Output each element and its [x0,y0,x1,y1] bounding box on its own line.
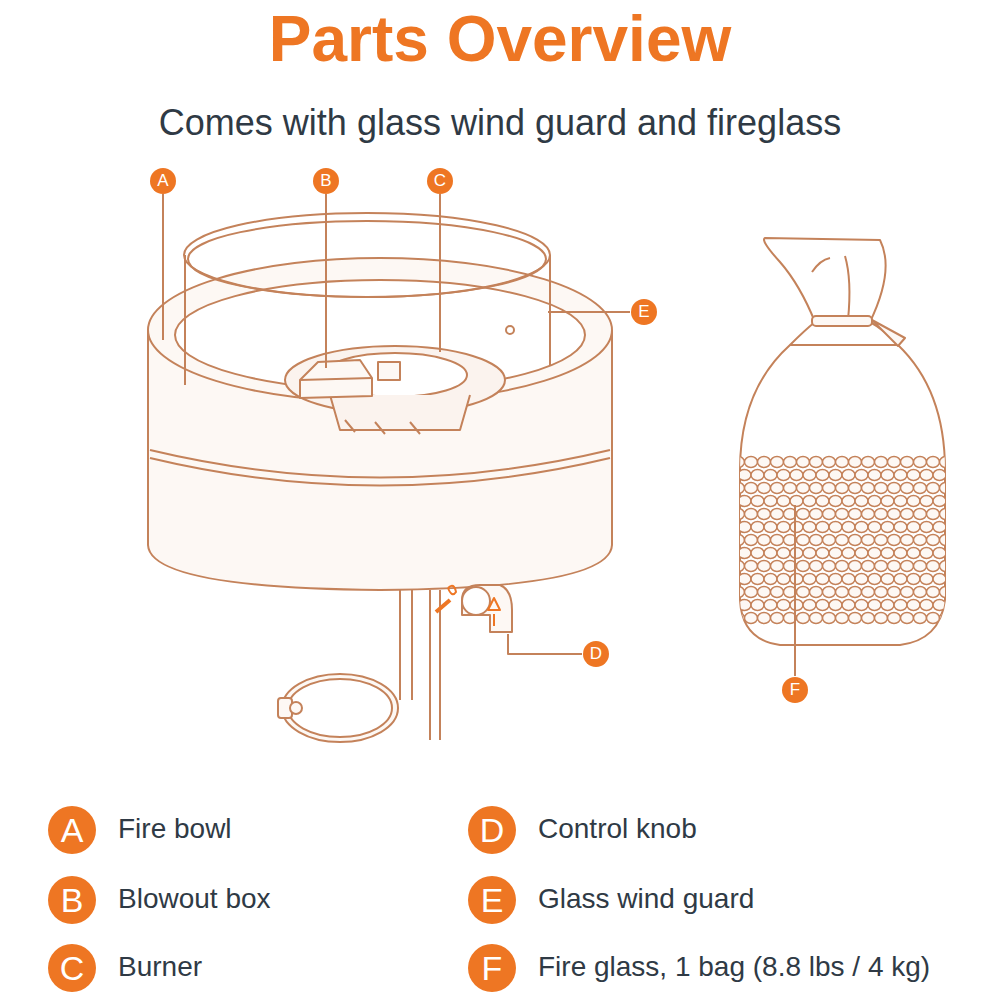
legend-letter: D [468,806,516,854]
legend-letter: C [48,944,96,992]
legend-letter: E [468,876,516,924]
legend-text: Blowout box [118,883,271,915]
legend-letter: B [48,876,96,924]
legend-swatch: C [48,944,96,992]
subtitle: Comes with glass wind guard and fireglas… [0,102,1000,144]
legend-swatch: E [468,876,516,924]
title: Parts Overview [0,2,1000,76]
callout-letter: A [150,168,176,194]
legend-text: Burner [118,951,202,983]
legend-letter: A [48,806,96,854]
callout-letter: C [427,168,453,194]
legend-text: Fire glass, 1 bag (8.8 lbs / 4 kg) [538,951,930,983]
legend-text: Fire bowl [118,813,232,845]
legend-letter: F [468,944,516,992]
legend-swatch: A [48,806,96,854]
legend-swatch: D [468,806,516,854]
legend-swatch: B [48,876,96,924]
legend-text: Glass wind guard [538,883,754,915]
legend-text: Control knob [538,813,697,845]
legend-swatch: F [468,944,516,992]
callout-letter: B [313,168,339,194]
callout-letter: D [583,641,609,667]
callout-letter: E [631,299,657,325]
callout-letter: F [782,677,808,703]
